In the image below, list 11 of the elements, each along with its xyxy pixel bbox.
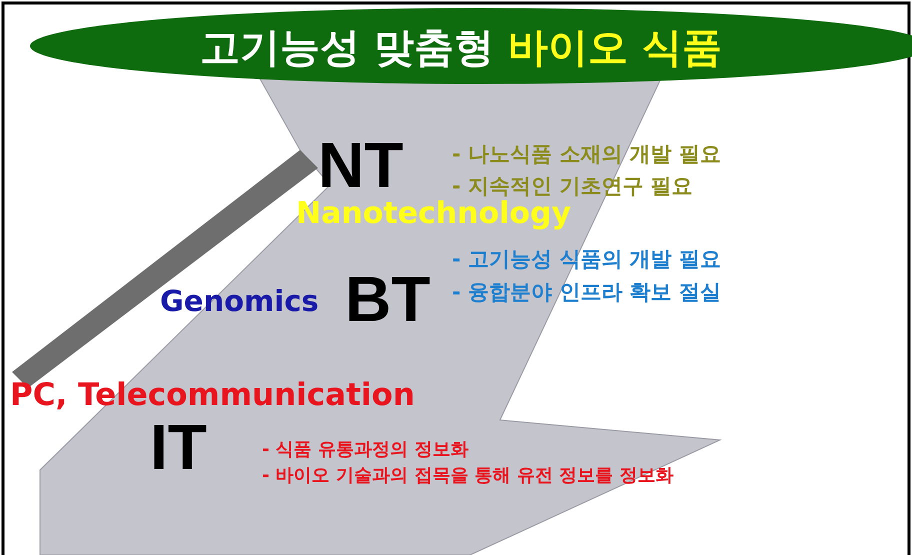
layer-title: IT [150,410,207,484]
layer-title: BT [345,262,430,336]
layer-subtitle: PC, Telecommunication [10,377,415,413]
bullet-text: - 식품 유통과정의 정보화 [262,438,468,461]
bullet-text: - 고기능성 식품의 개발 필요 [452,246,721,273]
title-text: 바이오 식품 [508,25,722,71]
layer-subtitle: Genomics [160,284,319,318]
bullet-text: - 바이오 기술과의 접목을 통해 유전 정보를 정보화 [262,464,674,488]
bullet-text: - 나노식품 소재의 개발 필요 [452,141,721,168]
bullet-text: - 융합분야 인프라 확보 절실 [452,279,721,306]
title-text: 고기능성 맞춤형 [200,25,494,71]
